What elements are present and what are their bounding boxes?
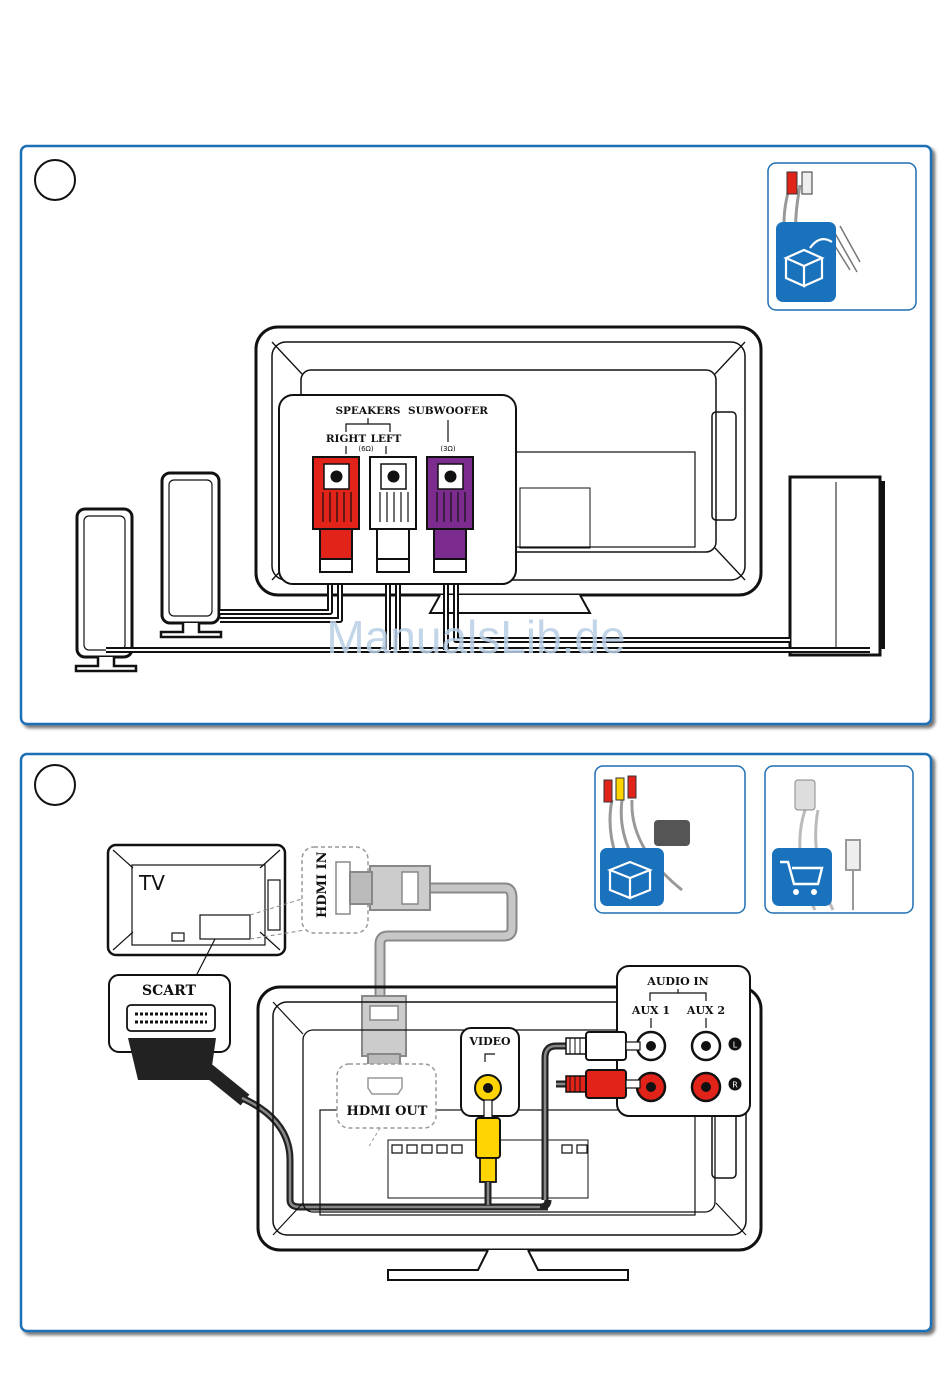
left-label: LEFT — [371, 433, 402, 445]
watermark: ManualsLib.de — [326, 611, 625, 663]
subwoofer — [790, 477, 885, 655]
scart-label: SCART — [142, 983, 197, 999]
left-channel-label: L — [733, 1041, 738, 1050]
speaker-connector-callout: SPEAKERS RIGHT LEFT (6Ω) SUBWOOFER (3Ω) — [279, 395, 516, 584]
included-cables-box-1 — [768, 163, 916, 310]
speaker-right-front — [161, 473, 221, 637]
video-label: VIDEO — [468, 1035, 511, 1048]
panel-speakers: SPEAKERS RIGHT LEFT (6Ω) SUBWOOFER (3Ω) — [21, 146, 931, 724]
speaker-left-front — [76, 509, 136, 671]
step-circle-1 — [35, 160, 75, 200]
impedance-subwoofer: (3Ω) — [440, 445, 456, 453]
panel-tv-connection: TV HDMI IN SCART — [21, 754, 931, 1331]
purchase-hdmi-box — [765, 766, 913, 913]
impedance-speakers: (6Ω) — [358, 445, 374, 453]
cart-icon — [772, 848, 832, 906]
audio-in-callout: AUDIO IN AUX 1 AUX 2 L R — [617, 966, 750, 1116]
speaker-left-connector — [370, 457, 416, 572]
subwoofer-label: SUBWOOFER — [408, 405, 488, 417]
hdmi-out-label: HDMI OUT — [347, 1104, 428, 1119]
speaker-right-connector — [313, 457, 359, 572]
right-channel-label: R — [732, 1081, 738, 1090]
audio-in-label: AUDIO IN — [646, 975, 708, 988]
hdmi-in-label: HDMI IN — [315, 851, 330, 918]
aux2-label: AUX 2 — [686, 1004, 725, 1017]
included-cables-box-2 — [595, 766, 745, 913]
step-circle-2 — [35, 765, 75, 805]
right-label: RIGHT — [326, 433, 367, 445]
tv-label: TV — [138, 871, 165, 895]
aux1-label: AUX 1 — [631, 1004, 670, 1017]
speakers-label: SPEAKERS — [335, 405, 400, 417]
subwoofer-connector — [427, 457, 473, 572]
